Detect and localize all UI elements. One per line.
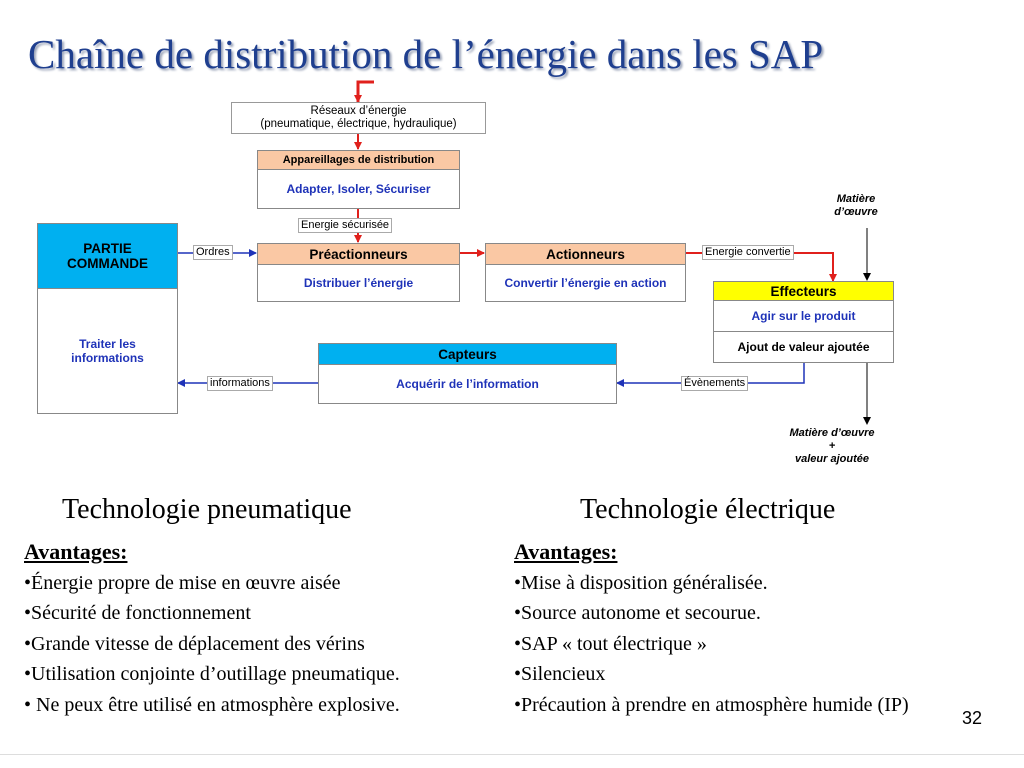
- actionneurs-header: Actionneurs: [486, 244, 685, 265]
- capteurs-body: Acquérir de l’information: [396, 377, 539, 391]
- reseaux-line2: (pneumatique, électrique, hydraulique): [260, 118, 457, 130]
- effecteurs-body: Agir sur le produit: [714, 301, 893, 332]
- pneumatique-item: •Énergie propre de mise en œuvre aisée: [24, 571, 341, 594]
- slide-title: Chaîne de distribution de l’énergie dans…: [28, 31, 824, 77]
- pneumatique-title: Technologie pneumatique: [62, 494, 352, 525]
- box-effecteurs: Effecteurs Agir sur le produit Ajout de …: [713, 281, 894, 363]
- box-partie-commande: PARTIE COMMANDE Traiter les informations: [37, 223, 178, 414]
- pneumatique-item: •Grande vitesse de déplacement des vérin…: [24, 632, 365, 655]
- label-matiere-sortie: Matière d’œuvre + valeur ajoutée: [770, 427, 894, 467]
- box-reseaux-energie: Réseaux d’énergie (pneumatique, électriq…: [231, 102, 486, 134]
- electrique-item: •SAP « tout électrique »: [514, 632, 707, 655]
- electrique-item: •Source autonome et secourue.: [514, 602, 761, 624]
- electrique-item: •Silencieux: [514, 663, 606, 685]
- label-informations: informations: [207, 376, 273, 391]
- label-energie-convertie: Energie convertie: [702, 245, 794, 260]
- reseaux-line1: Réseaux d’énergie: [310, 104, 407, 117]
- pneumatique-item: •Sécurité de fonctionnement: [24, 602, 251, 624]
- electrique-item: •Précaution à prendre en atmosphère humi…: [514, 693, 909, 716]
- electrique-title: Technologie électrique: [580, 494, 836, 525]
- capteurs-header: Capteurs: [319, 344, 616, 365]
- electrique-list: Avantages: •Mise à disposition généralis…: [514, 537, 909, 720]
- label-evenements: Évènements: [681, 376, 749, 391]
- sortie-line2: +: [828, 440, 836, 453]
- pneumatique-list: Avantages: •Énergie propre de mise en œu…: [24, 537, 400, 720]
- appareillages-body: Adapter, Isoler, Sécuriser: [286, 182, 431, 196]
- pneumatique-item: •Utilisation conjointe d’outillage pneum…: [24, 663, 400, 685]
- preactionneurs-body: Distribuer l’énergie: [303, 276, 414, 290]
- box-actionneurs: Actionneurs Convertir l’énergie en actio…: [485, 243, 686, 302]
- electrique-item: •Mise à disposition généralisée.: [514, 571, 768, 594]
- box-preactionneurs: Préactionneurs Distribuer l’énergie: [257, 243, 460, 302]
- appareillages-header: Appareillages de distribution: [258, 151, 459, 170]
- box-capteurs: Capteurs Acquérir de l’information: [318, 343, 617, 404]
- box-appareillages: Appareillages de distribution Adapter, I…: [257, 150, 460, 209]
- label-energie-securisee: Energie sécurisée: [298, 218, 393, 233]
- electrique-advantages-label: Avantages:: [514, 539, 618, 564]
- sortie-line3: valeur ajoutée: [795, 453, 869, 466]
- partie-commande-body: Traiter les informations: [71, 337, 144, 365]
- preactionneurs-header: Préactionneurs: [258, 244, 459, 265]
- label-matiere-oeuvre-in: Matière d’œuvre: [834, 193, 878, 219]
- sortie-line1: Matière d’œuvre: [789, 427, 875, 439]
- effecteurs-header: Effecteurs: [714, 282, 893, 301]
- pneumatique-advantages-label: Avantages:: [24, 539, 128, 564]
- footer-divider: [0, 754, 1024, 755]
- label-ordres: Ordres: [193, 245, 233, 260]
- pneumatique-item: • Ne peux être utilisé en atmosphère exp…: [24, 693, 400, 716]
- effecteurs-footer: Ajout de valeur ajoutée: [737, 340, 870, 354]
- arrow-input-reseaux: [354, 80, 374, 103]
- actionneurs-body: Convertir l’énergie en action: [504, 275, 667, 290]
- partie-commande-header: PARTIE COMMANDE: [38, 224, 177, 289]
- arrow-effecteurs-capteurs: [616, 363, 805, 387]
- page-number: 32: [962, 708, 983, 728]
